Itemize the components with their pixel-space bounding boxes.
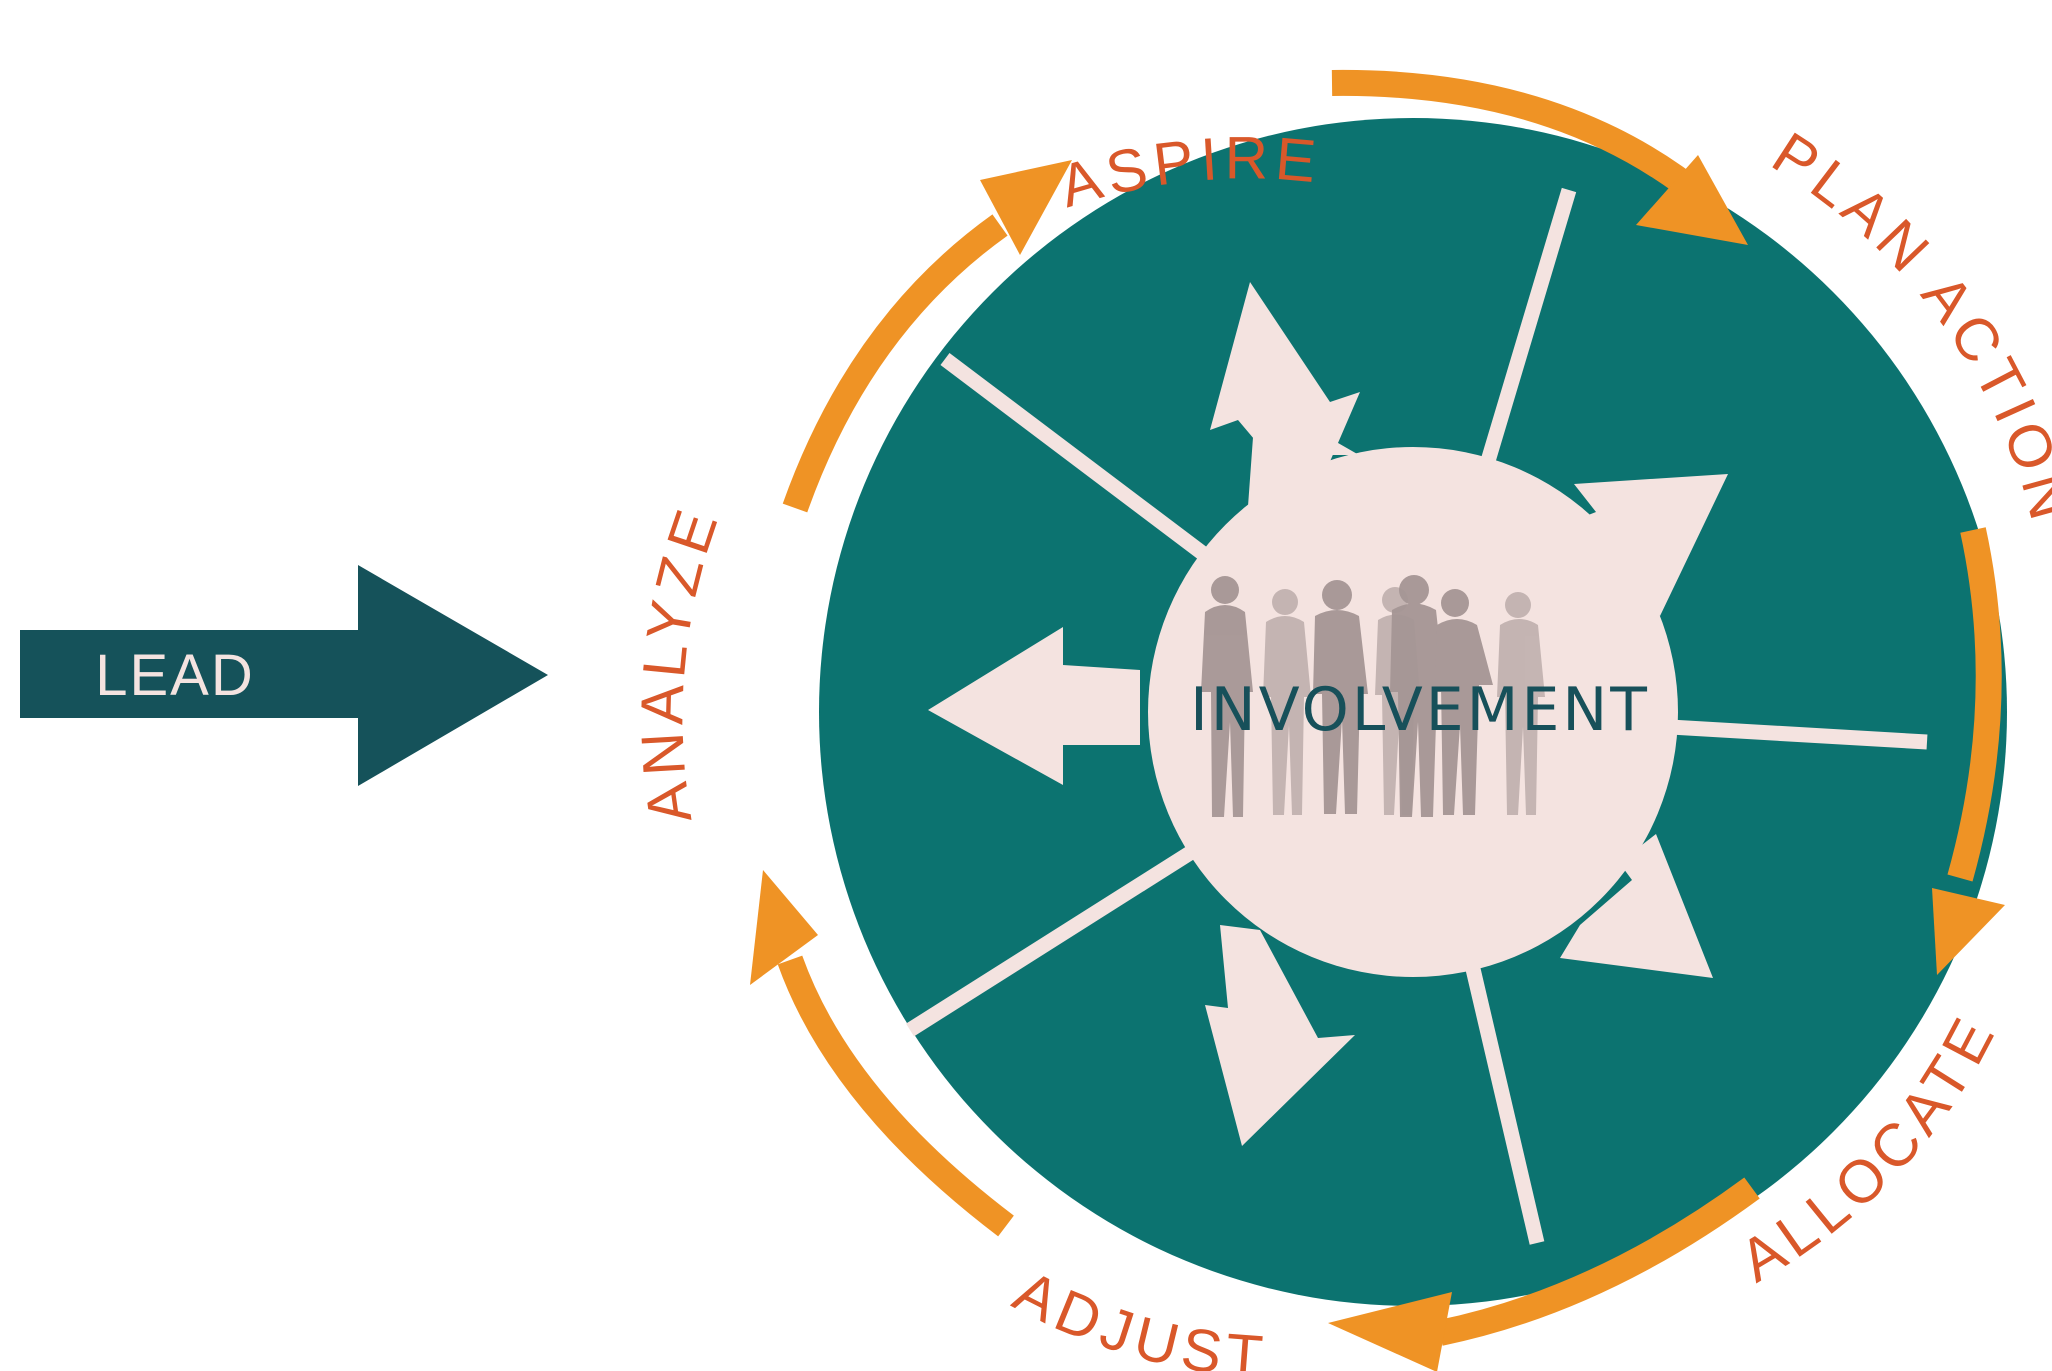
- lead-label: LEAD: [95, 643, 255, 708]
- center-label: INVOLVEMENT: [1190, 675, 1650, 745]
- radiating-arrow-downright: [1560, 830, 1713, 978]
- cycle-arrowheads: [750, 155, 2005, 1371]
- cycle-arrowhead: [1636, 155, 1748, 245]
- people-silhouettes-icon: [1201, 575, 1545, 817]
- cycle-arrows: [777, 69, 2002, 1346]
- wheel: INVOLVEMENT: [819, 118, 2007, 1306]
- cycle-arrowhead: [1932, 888, 2005, 975]
- cycle-arrow-analyze-to-aspire: [782, 214, 1008, 513]
- radiating-arrow-up: [1210, 282, 1360, 480]
- cycle-arrow-aspire-to-plan: [1331, 69, 1714, 211]
- cycle-arrowhead: [750, 870, 818, 985]
- lead-arrow-shape: [20, 565, 548, 786]
- radiating-arrow-upright: [1555, 474, 1728, 616]
- cycle-arrow-allocate-to-adjust: [1437, 1177, 1760, 1346]
- lead-arrow: LEAD: [20, 565, 548, 786]
- radiating-arrow-down: [1205, 925, 1355, 1146]
- cycle-arrow-adjust-to-analyze: [777, 955, 1014, 1237]
- cycle-arrow-plan-to-allocate: [1947, 527, 2002, 882]
- step-label-analyze: ANALYZE: [628, 497, 732, 828]
- radiating-arrow-left: [928, 627, 1140, 785]
- cycle-arrowhead: [980, 160, 1072, 255]
- cycle-arrowhead: [1328, 1292, 1452, 1371]
